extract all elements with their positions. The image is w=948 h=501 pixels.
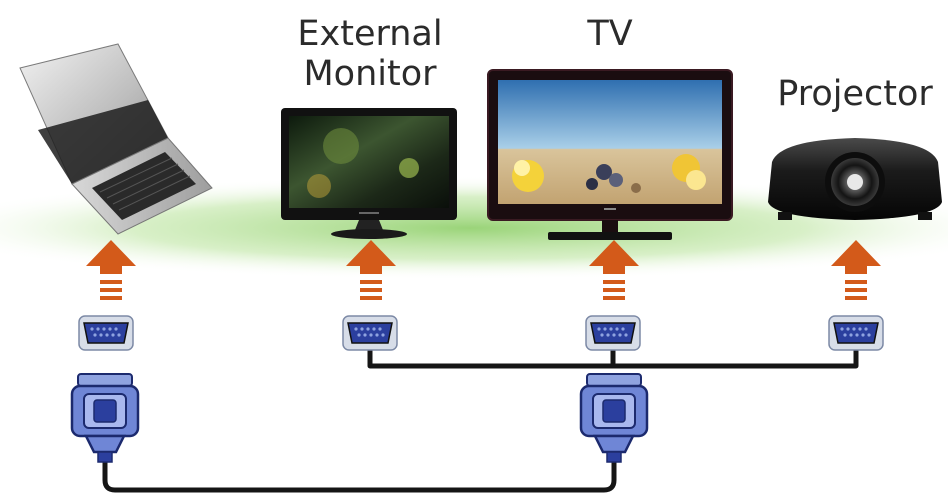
laptop-icon	[19, 43, 213, 235]
laptop-tv-cable	[102, 452, 617, 493]
tv-icon	[487, 69, 733, 240]
external-monitor-icon	[281, 108, 457, 239]
vga-plug-icon	[579, 373, 649, 463]
external-monitor-label-line: Monitor	[303, 54, 437, 94]
vga-port-icon	[828, 315, 884, 351]
upload-arrow-icon	[346, 240, 396, 300]
upload-arrow-icon	[589, 240, 639, 300]
external-monitor-label-line: External	[297, 14, 443, 54]
vga-port-icon	[342, 315, 398, 351]
vga-plug-icon	[70, 373, 140, 463]
tv-label: TV	[587, 14, 633, 54]
vga-port-icon	[78, 315, 134, 351]
projector-label: Projector	[777, 74, 933, 114]
upload-arrow-icon	[831, 240, 881, 300]
vga-port-icon	[585, 315, 641, 351]
upload-arrow-icon	[86, 240, 136, 300]
projector-icon	[768, 138, 942, 220]
